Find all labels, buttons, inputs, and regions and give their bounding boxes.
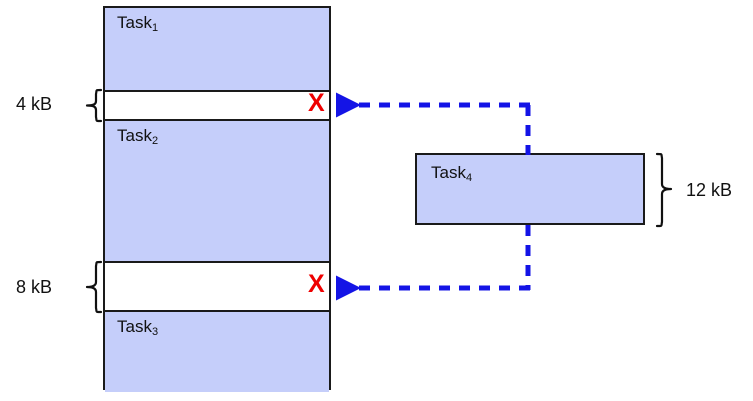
incoming-task-size-label: 12 kB — [686, 180, 733, 200]
hole-1-size-label: 4 kB — [16, 94, 53, 114]
memory-block-task2: Task2 — [105, 119, 329, 263]
free-hole-2: X — [105, 263, 329, 310]
memory-block-task1: Task1 — [105, 8, 329, 92]
memory-block-task3-label: Task3 — [117, 317, 159, 338]
main-memory-column: Task1 X Task2 X Task3 — [103, 6, 331, 392]
memory-block-task2-label: Task2 — [117, 126, 159, 147]
free-hole-1: X — [105, 89, 329, 119]
brace-hole-1 — [85, 88, 103, 123]
memory-block-task1-label: Task1 — [117, 13, 159, 34]
memory-block-task3: Task3 — [105, 310, 329, 392]
brace-incoming-task — [655, 152, 673, 228]
hole-2-size-label: 8 kB — [16, 277, 53, 297]
incoming-task-box: Task4 — [415, 153, 645, 225]
hole-2-x-icon: X — [308, 270, 325, 298]
brace-hole-2 — [85, 260, 103, 314]
incoming-task-label: Task4 — [431, 163, 473, 184]
hole-1-x-icon: X — [308, 89, 325, 117]
